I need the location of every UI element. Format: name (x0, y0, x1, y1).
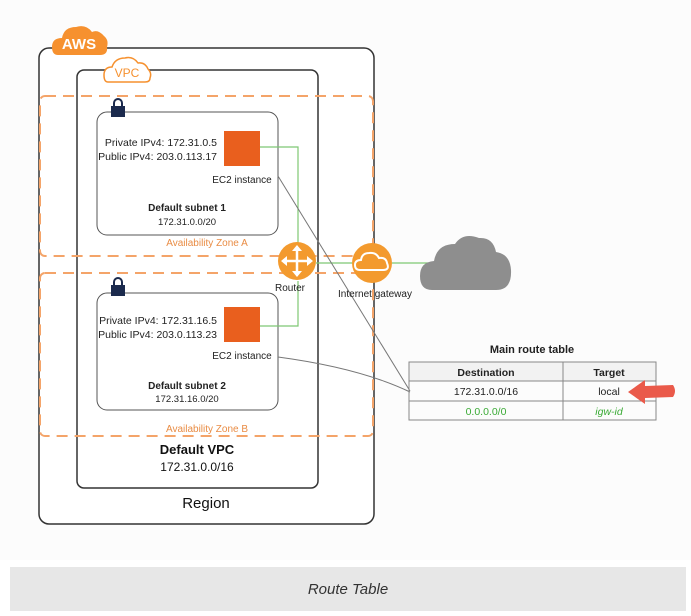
availability-zone-b-box (39, 272, 374, 437)
diagram-canvas: AWS VPC Availability Zone A Availability… (38, 26, 675, 525)
router-label: Router (275, 283, 306, 294)
subnet-2-title: Default subnet 2 (148, 381, 226, 392)
internet-cloud-icon (420, 236, 512, 290)
figure-caption: Route Table (307, 580, 389, 598)
route-table-header-destination: Destination (457, 367, 514, 379)
ec2-instance-1-label: EC2 instance (212, 175, 272, 186)
caption-bar: Route Table (10, 567, 686, 611)
internet-gateway-icon (352, 243, 392, 283)
aws-badge-label: AWS (62, 36, 96, 53)
vpc-badge-label: VPC (115, 66, 140, 80)
route-table-header-bg (409, 362, 656, 381)
route-table-header-target: Target (593, 367, 625, 379)
aws-cloud-icon (52, 26, 108, 55)
region-label: Region (182, 495, 230, 512)
subnet-1-public-ip: Public IPv4: 203.0.113.17 (98, 151, 217, 163)
green-link-instance-2 (260, 281, 299, 327)
route-row-1-target: local (598, 386, 620, 398)
subnet-2-private-ip: Private IPv4: 172.31.16.5 (99, 315, 217, 327)
route-table-title: Main route table (490, 344, 574, 356)
router-icon (278, 242, 316, 280)
green-link-instance-1 (260, 146, 299, 246)
route-row-2-target: igw-id (595, 406, 624, 418)
red-arrow-icon (628, 380, 675, 404)
vpc-diagram: AWS VPC Availability Zone A Availability… (38, 26, 675, 525)
connector-instance-1-table (277, 175, 411, 392)
ec2-instance-2-label: EC2 instance (212, 351, 272, 362)
availability-zone-a-box (39, 95, 374, 257)
subnet-1-title: Default subnet 1 (148, 203, 226, 214)
lock-icon (111, 277, 125, 296)
lock-icon (111, 98, 125, 117)
internet-gateway-label: Internet gateway (338, 289, 412, 300)
subnet-2-public-ip: Public IPv4: 203.0.113.23 (98, 329, 217, 341)
default-vpc-cidr: 172.31.0.0/16 (160, 460, 234, 474)
zone-a-label: Availability Zone A (166, 238, 248, 249)
subnet-2-cidr: 172.31.16.0/20 (155, 394, 218, 405)
zone-b-label: Availability Zone B (166, 424, 248, 435)
connector-instance-2-table (277, 356, 411, 393)
route-row-1-destination: 172.31.0.0/16 (454, 386, 518, 398)
subnet-1-private-ip: Private IPv4: 172.31.0.5 (105, 137, 217, 149)
subnet-1-cidr: 172.31.0.0/20 (158, 217, 216, 228)
route-row-2-destination: 0.0.0.0/0 (466, 406, 507, 418)
ec2-instance-2 (224, 307, 260, 342)
ec2-instance-1 (224, 131, 260, 166)
vpc-cloud-icon (103, 56, 152, 83)
default-vpc-title: Default VPC (160, 442, 235, 457)
